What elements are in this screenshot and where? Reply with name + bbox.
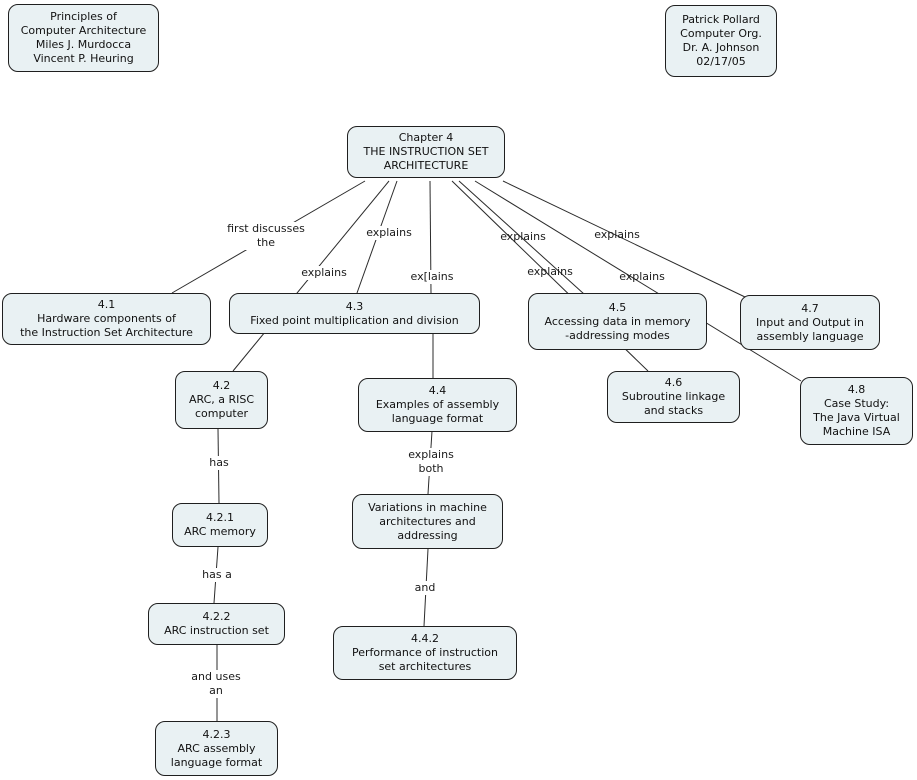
link-label-explains-45[interactable]: explains (527, 265, 573, 278)
link-label-first-discusses-the[interactable]: first discusses the (225, 222, 307, 250)
link-label-explains-43[interactable]: explains (364, 226, 414, 240)
concept-variations[interactable]: Variations in machine architectures and … (352, 494, 503, 549)
concept-4-4-2[interactable]: 4.4.2 Performance of instruction set arc… (333, 626, 517, 680)
link-label-has-a[interactable]: has a (200, 568, 234, 582)
concept-4-2-2[interactable]: 4.2.2 ARC instruction set (148, 603, 285, 645)
concept-4-3[interactable]: 4.3 Fixed point multiplication and divis… (229, 293, 480, 334)
link-label-and[interactable]: and (412, 581, 438, 595)
annotation-author[interactable]: Patrick Pollard Computer Org. Dr. A. Joh… (665, 5, 777, 77)
link-label-has[interactable]: has (207, 456, 231, 470)
concept-4-7[interactable]: 4.7 Input and Output in assembly languag… (740, 295, 880, 350)
concept-4-4[interactable]: 4.4 Examples of assembly language format (358, 378, 517, 432)
link-label-explains-46[interactable]: explains (500, 230, 546, 243)
concept-4-6[interactable]: 4.6 Subroutine linkage and stacks (607, 371, 740, 423)
concept-4-2[interactable]: 4.2 ARC, a RISC computer (175, 371, 268, 429)
link-line-ch4-47 (502, 180, 746, 298)
annotation-book[interactable]: Principles of Computer Architecture Mile… (8, 4, 159, 72)
link-label-and-uses-an[interactable]: and uses an (189, 670, 243, 698)
link-line-ch4-45 (458, 180, 585, 295)
concept-4-1[interactable]: 4.1 Hardware components of the Instructi… (2, 293, 211, 345)
link-label-explains-48[interactable]: explains (619, 270, 665, 283)
link-label-explains-both[interactable]: explains both (406, 448, 456, 476)
concept-chapter-4[interactable]: Chapter 4 THE INSTRUCTION SET ARCHITECTU… (347, 126, 505, 178)
concept-4-8[interactable]: 4.8 Case Study: The Java Virtual Machine… (800, 377, 913, 445)
link-label-exlains-43[interactable]: ex[lains (408, 270, 456, 284)
link-label-explains-42[interactable]: explains (299, 266, 349, 280)
concept-4-5[interactable]: 4.5 Accessing data in memory -addressing… (528, 293, 707, 350)
concept-4-2-3[interactable]: 4.2.3 ARC assembly language format (155, 721, 278, 776)
concept-4-2-1[interactable]: 4.2.1 ARC memory (172, 503, 268, 547)
link-label-explains-47[interactable]: explains (594, 228, 640, 241)
